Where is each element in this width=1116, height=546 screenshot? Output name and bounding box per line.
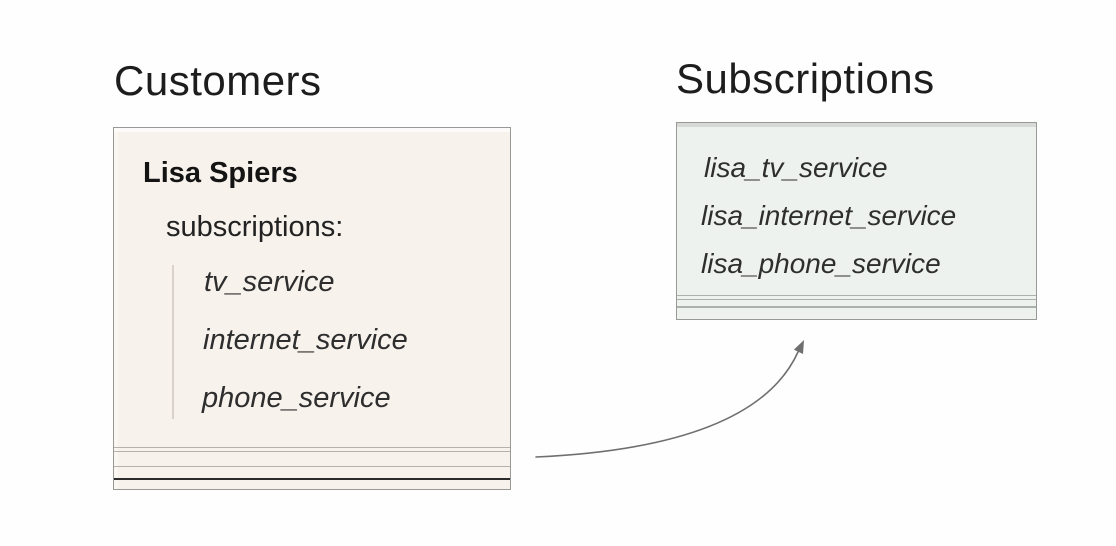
collapsed-row-divider-dark	[677, 306, 1036, 308]
collapsed-row-divider-dark	[114, 478, 510, 480]
box-header-strip	[677, 123, 1036, 127]
collapsed-row-divider	[114, 466, 510, 467]
customers-title: Customers	[114, 57, 322, 104]
arrow-head-icon	[793, 340, 804, 354]
subscriptions-title: Subscriptions	[676, 55, 935, 102]
customer-subscription-item: internet_service	[203, 324, 408, 356]
subscription-document-item: lisa_internet_service	[701, 200, 957, 231]
collapsed-row-divider	[114, 451, 510, 452]
subscription-document-item: lisa_tv_service	[704, 152, 888, 183]
collapsed-row-divider	[114, 447, 510, 448]
customer-record-name: Lisa Spiers	[143, 157, 298, 189]
subscriptions-box: lisa_tv_service lisa_internet_service li…	[676, 122, 1037, 320]
indent-guide-line	[172, 265, 174, 419]
subscriptions-field-label: subscriptions:	[166, 211, 344, 243]
collapsed-row-divider	[677, 295, 1036, 296]
customer-subscription-item: phone_service	[202, 382, 391, 414]
subscription-document-item: lisa_phone_service	[701, 248, 941, 279]
arrow-curve	[535, 351, 799, 458]
customer-subscription-item: tv_service	[204, 266, 335, 298]
customers-box: Lisa Spiers subscriptions: tv_service in…	[113, 127, 511, 490]
collapsed-row-divider	[677, 299, 1036, 300]
